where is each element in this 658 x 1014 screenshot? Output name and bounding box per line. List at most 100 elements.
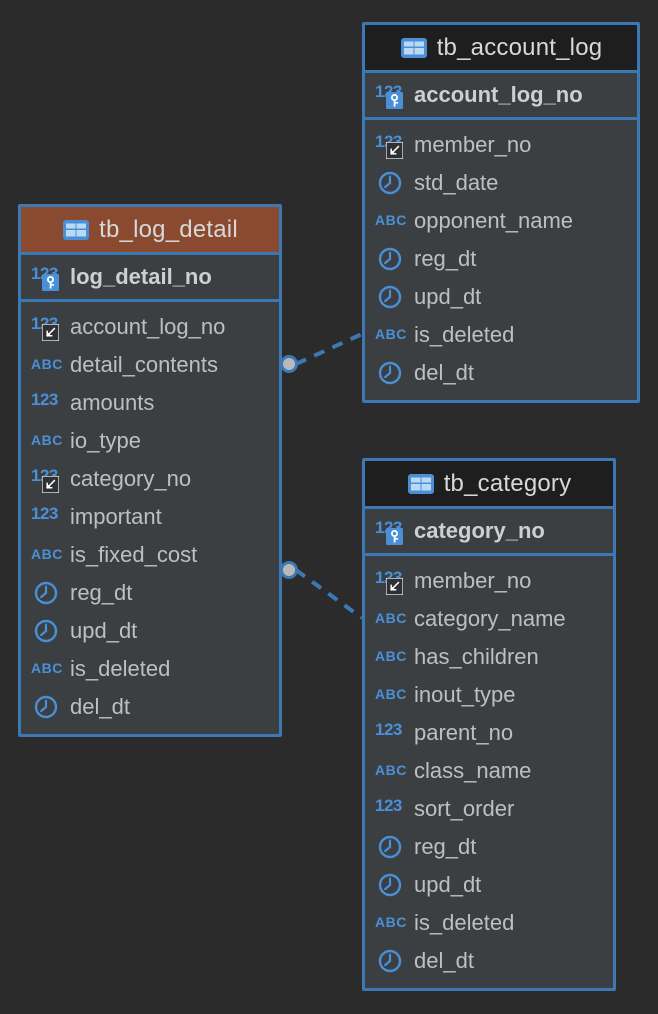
field-name: category_no <box>70 466 192 491</box>
field-name: is_deleted <box>414 322 515 347</box>
field-row[interactable]: reg_dt <box>365 828 613 866</box>
field-name: del_dt <box>414 948 474 973</box>
field-row[interactable]: ABC is_deleted <box>365 316 637 354</box>
field-name: del_dt <box>70 694 130 719</box>
number-icon: 123 <box>375 720 402 739</box>
relation-endpoint-category[interactable] <box>280 561 298 579</box>
field-name: inout_type <box>414 682 516 707</box>
number-key-icon: 123 <box>375 80 405 110</box>
table-icon <box>400 37 428 59</box>
primary-key-section[interactable]: 123 category_no <box>365 506 613 556</box>
number-fk-icon: 123 <box>31 464 61 494</box>
field-row[interactable]: del_dt <box>365 354 637 392</box>
field-row[interactable]: ABC class_name <box>365 752 613 790</box>
field-row[interactable]: ABC category_name <box>365 600 613 638</box>
field-name: is_deleted <box>414 910 515 935</box>
field-name: reg_dt <box>414 246 477 271</box>
table-tb_account_log[interactable]: tb_account_log123account_log_no123member… <box>362 22 640 403</box>
field-name: member_no <box>414 568 532 593</box>
field-row[interactable]: upd_dt <box>365 278 637 316</box>
field-name: is_deleted <box>70 656 171 681</box>
field-name: std_date <box>414 170 499 195</box>
field-name: log_detail_no <box>70 264 212 289</box>
table-tb_log_detail[interactable]: tb_log_detail123log_detail_no123account_… <box>18 204 282 737</box>
field-name: member_no <box>414 132 532 157</box>
number-icon: 123 <box>31 390 58 409</box>
field-name: upd_dt <box>70 618 138 643</box>
field-name: reg_dt <box>414 834 477 859</box>
number-fk-icon: 123 <box>375 566 405 596</box>
table-title: tb_log_detail <box>99 215 238 243</box>
field-row[interactable]: del_dt <box>365 942 613 980</box>
field-name: opponent_name <box>414 208 574 233</box>
field-row[interactable]: 123 category_no <box>365 509 613 553</box>
table-title: tb_account_log <box>436 33 603 61</box>
clock-icon <box>375 832 405 862</box>
table-header-tb_log_detail[interactable]: tb_log_detail <box>21 207 279 252</box>
abc-icon: ABC <box>375 762 407 778</box>
field-row[interactable]: 123 member_no <box>365 126 637 164</box>
field-row[interactable]: reg_dt <box>21 574 279 612</box>
field-name: detail_contents <box>70 352 218 377</box>
abc-icon: ABC <box>31 356 63 372</box>
abc-icon: ABC <box>375 914 407 930</box>
field-row[interactable]: ABC io_type <box>21 422 279 460</box>
abc-icon: ABC <box>31 660 63 676</box>
relation-line-account-log <box>295 332 363 366</box>
clock-icon <box>375 168 405 198</box>
field-row[interactable]: upd_dt <box>365 866 613 904</box>
field-row[interactable]: std_date <box>365 164 637 202</box>
field-name: category_no <box>414 518 545 543</box>
field-row[interactable]: ABC detail_contents <box>21 346 279 384</box>
table-title: tb_category <box>443 469 572 497</box>
number-fk-icon: 123 <box>375 130 405 160</box>
abc-icon: ABC <box>375 326 407 342</box>
field-name: upd_dt <box>414 872 482 897</box>
abc-icon: ABC <box>31 432 63 448</box>
number-key-icon: 123 <box>375 516 405 546</box>
table-tb_category[interactable]: tb_category 123 category_no 123 member_noABC… <box>362 458 616 991</box>
field-name: class_name <box>414 758 532 783</box>
field-row[interactable]: 123 member_no <box>365 562 613 600</box>
field-row[interactable]: upd_dt <box>21 612 279 650</box>
field-row[interactable]: 123 account_log_no <box>21 308 279 346</box>
clock-icon <box>31 578 61 608</box>
field-row[interactable]: ABC is_deleted <box>365 904 613 942</box>
relation-line-category <box>294 568 364 620</box>
relation-endpoint-account-log[interactable] <box>280 355 298 373</box>
field-name: io_type <box>70 428 141 453</box>
clock-icon <box>375 282 405 312</box>
field-name: category_name <box>414 606 566 631</box>
number-fk-icon: 123 <box>31 312 61 342</box>
field-name: upd_dt <box>414 284 482 309</box>
abc-icon: ABC <box>375 686 407 702</box>
field-list: 123member_nostd_dateABCopponent_namereg_… <box>365 120 637 400</box>
abc-icon: ABC <box>375 610 407 626</box>
table-header-tb_category[interactable]: tb_category <box>365 461 613 506</box>
field-name: sort_order <box>414 796 515 821</box>
clock-icon <box>375 244 405 274</box>
field-name: reg_dt <box>70 580 133 605</box>
field-row[interactable]: ABC inout_type <box>365 676 613 714</box>
field-row[interactable]: 123 category_no <box>21 460 279 498</box>
table-header-tb_account_log[interactable]: tb_account_log <box>365 25 637 70</box>
table-icon <box>407 473 435 495</box>
field-name: account_log_no <box>70 314 226 339</box>
field-row[interactable]: del_dt <box>21 688 279 726</box>
field-row[interactable]: reg_dt <box>365 240 637 278</box>
abc-icon: ABC <box>31 546 63 562</box>
field-row[interactable]: ABC is_deleted <box>21 650 279 688</box>
